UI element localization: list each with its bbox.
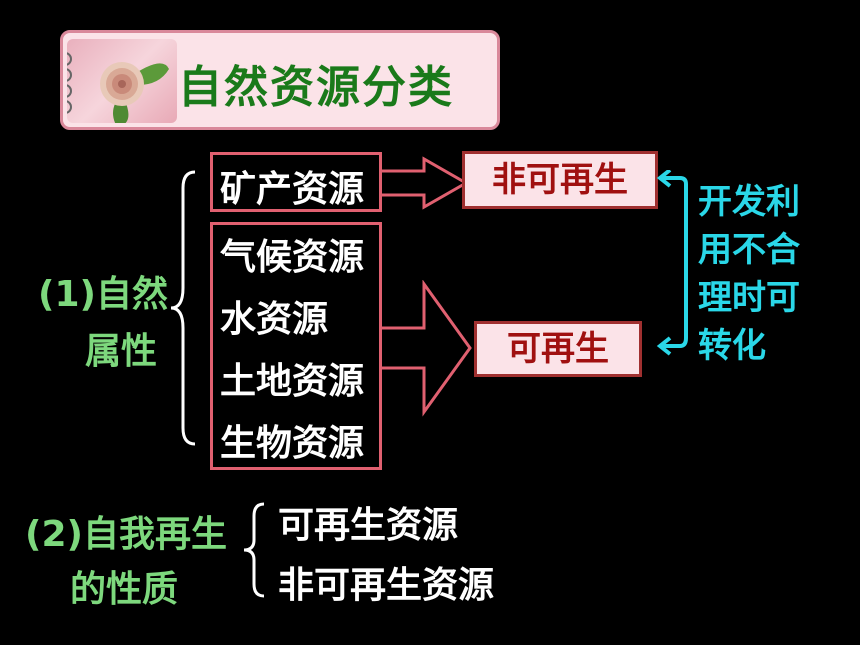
conversion-note-line1: 开发利 bbox=[698, 182, 800, 222]
mineral-resource-label: 矿产资源 bbox=[220, 169, 365, 210]
page-title: 自然资源分类 bbox=[178, 62, 454, 113]
renewable-result-box: 可再生 bbox=[474, 321, 642, 377]
mineral-resource-box bbox=[210, 152, 382, 212]
section1-label-line1: (1)自然 bbox=[38, 274, 168, 315]
renewable-item-land: 土地资源 bbox=[220, 361, 365, 402]
conversion-note-line4: 转化 bbox=[698, 326, 766, 366]
section2-label-line1: (2)自我再生 bbox=[25, 514, 227, 555]
renewable-items-box bbox=[210, 222, 382, 470]
title-banner: 自然资源分类 bbox=[58, 30, 500, 130]
arrow-to-nonrenewable bbox=[382, 156, 470, 210]
conversion-bracket bbox=[656, 170, 688, 356]
renewable-item-climate: 气候资源 bbox=[220, 237, 365, 278]
renewable-item-biological: 生物资源 bbox=[220, 423, 365, 464]
conversion-note-line3: 理时可 bbox=[698, 278, 800, 318]
section2-label-line2: 的性质 bbox=[70, 569, 179, 610]
section2-item-nonrenewable: 非可再生资源 bbox=[278, 565, 495, 606]
rose-decoration-image bbox=[58, 39, 177, 127]
left-brace-2 bbox=[243, 502, 265, 598]
section1-label-line2: 属性 bbox=[85, 331, 158, 372]
renewable-item-water: 水资源 bbox=[220, 299, 329, 340]
nonrenewable-result-box: 非可再生 bbox=[462, 151, 658, 209]
conversion-note: 开发利 用不合 理时可 转化 bbox=[698, 178, 800, 370]
left-brace-1 bbox=[170, 170, 196, 446]
conversion-note-line2: 用不合 bbox=[698, 230, 800, 270]
arrow-to-renewable bbox=[382, 280, 472, 417]
section2-item-renewable: 可再生资源 bbox=[278, 505, 459, 546]
